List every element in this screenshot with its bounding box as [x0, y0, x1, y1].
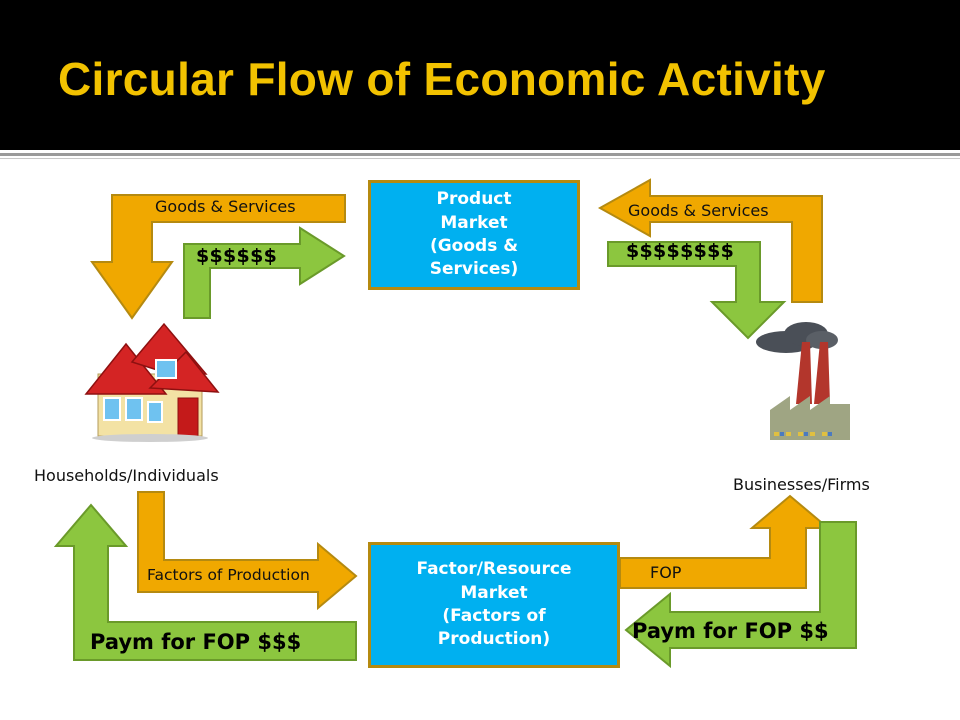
slide-title: Circular Flow of Economic Activity [58, 53, 826, 105]
payment-arrow-right [624, 521, 857, 669]
goods-services-arrow-right [597, 178, 823, 303]
factor-market-line3: (Factors of [442, 606, 546, 626]
product-market-line1: Product [436, 189, 512, 210]
factors-of-production-label: Factors of Production [147, 566, 310, 584]
factor-market-line4: Production) [437, 629, 551, 650]
product-market-line4: Services) [429, 259, 519, 280]
product-market-line3: (Goods & [429, 236, 519, 256]
title-bar [0, 0, 960, 150]
product-market-box: Product Market (Goods & Services) [368, 180, 580, 290]
divider-line [0, 153, 960, 156]
fop-label: FOP [650, 563, 682, 582]
money-label-right: $$$$$$$$ [626, 240, 735, 262]
goods-services-label-left: Goods & Services [155, 197, 296, 216]
goods-services-arrow-left [90, 194, 346, 320]
money-arrow-right [607, 241, 787, 340]
divider-line-thin [0, 158, 960, 159]
goods-services-label-right: Goods & Services [628, 201, 769, 220]
payment-label-left: Paym for FOP $$$ [90, 630, 302, 654]
factors-arrow-left [137, 491, 358, 611]
product-market-line2: Market [440, 212, 508, 233]
payment-label-right: Paym for FOP $$ [632, 619, 829, 643]
factor-market-box: Factor/Resource Market (Factors of Produ… [368, 542, 620, 668]
money-arrow-left [183, 226, 346, 319]
households-label: Households/Individuals [34, 466, 219, 485]
factor-market-line2: Market [460, 582, 528, 603]
factor-market-line1: Factor/Resource [416, 559, 572, 580]
house-icon [84, 322, 220, 442]
money-label-left: $$$$$$ [196, 245, 278, 267]
factory-icon [756, 322, 850, 440]
fop-arrow-right [619, 494, 831, 589]
payment-arrow-left [53, 503, 357, 661]
businesses-label: Businesses/Firms [733, 475, 870, 494]
